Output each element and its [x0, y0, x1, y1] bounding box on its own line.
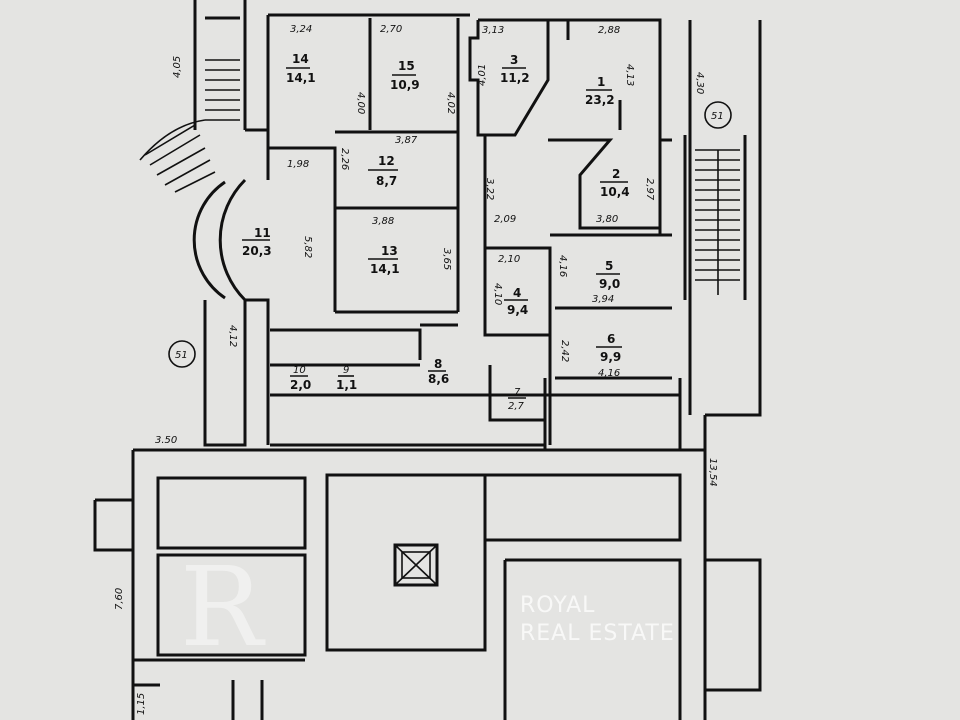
room-number: 5: [605, 259, 613, 273]
room-area: 9,9: [600, 350, 621, 364]
room-area: 20,3: [242, 244, 272, 258]
dimension-label: 4,12: [227, 325, 238, 347]
room-5: 5 9,0: [596, 259, 620, 291]
room-3: 3 11,2: [500, 53, 530, 85]
room-area: 11,2: [500, 71, 530, 85]
elevator-shaft: [393, 543, 439, 587]
dimension-label: 4,30: [694, 72, 705, 94]
room-area: 1,1: [336, 378, 357, 392]
room-2: 2 10,4: [600, 167, 630, 199]
dimension-label: 3,65: [441, 248, 452, 270]
room-number: 8: [434, 357, 442, 371]
dimension-label: 1,15: [136, 693, 147, 715]
dimension-label: 4,00: [355, 92, 366, 114]
dimension-label: 3,24: [290, 24, 312, 35]
room-number: 11: [254, 226, 271, 240]
dimension-label: 7,60: [114, 588, 125, 610]
room-number: 13: [381, 244, 398, 258]
room-labels: 14 14,1 15 10,9 3 11,2 1 23,2 12 8,7 2 1…: [242, 52, 630, 412]
dimension-label: 2,26: [339, 148, 350, 170]
room-number: 10: [293, 365, 306, 376]
watermark-brand: ROYAL: [520, 593, 595, 618]
room-9: 9 1,1: [336, 365, 357, 392]
dimension-label: 3,88: [372, 216, 394, 227]
room-area: 14,1: [286, 71, 316, 85]
room-13: 13 14,1: [368, 244, 400, 276]
room-area: 8,6: [428, 372, 449, 386]
room-area: 2,7: [508, 401, 525, 412]
room-area: 8,7: [376, 174, 397, 188]
section-marker-left: 51: [168, 340, 196, 368]
room-area: 10,4: [600, 185, 630, 199]
dimension-label: 4,05: [172, 56, 183, 78]
room-area: 14,1: [370, 262, 400, 276]
marker-label: 51: [711, 111, 724, 122]
dimension-label: 5,82: [302, 236, 313, 258]
stairs-right: [695, 149, 740, 295]
room-area: 9,4: [507, 303, 528, 317]
room-4: 4 9,4: [504, 286, 528, 317]
room-number: 14: [292, 52, 309, 66]
room-number: 12: [378, 154, 395, 168]
room-number: 7: [514, 387, 521, 398]
dimension-label: 4,16: [557, 255, 568, 277]
room-14: 14 14,1: [286, 52, 316, 85]
dimension-label: 3,87: [395, 135, 418, 146]
watermark-logo: R: [180, 543, 266, 671]
room-number: 4: [513, 286, 521, 300]
dimension-label: 2,10: [498, 254, 520, 265]
room-area: 2,0: [290, 378, 311, 392]
dimension-label: 2,09: [494, 214, 516, 225]
dimension-label: 3,80: [596, 214, 618, 225]
dimension-label: 3,22: [484, 178, 495, 200]
room-area: 9,0: [599, 277, 620, 291]
dimension-label: 3,13: [482, 25, 504, 36]
marker-label: 51: [175, 350, 188, 361]
dimension-label: 2,88: [598, 25, 620, 36]
room-number: 1: [597, 75, 605, 89]
dimension-label: 4,02: [445, 92, 456, 114]
dimension-label: 4,16: [598, 368, 620, 379]
dimension-label: 1,98: [287, 159, 309, 170]
room-number: 3: [510, 53, 518, 67]
dimension-label: 3.50: [155, 435, 177, 446]
dimension-label: 4,10: [492, 283, 503, 305]
room-6: 6 9,9: [596, 332, 622, 364]
room-number: 9: [343, 365, 349, 376]
room-11: 11 20,3: [242, 226, 272, 258]
room-number: 2: [612, 167, 620, 181]
room-number: 15: [398, 59, 415, 73]
room-12: 12 8,7: [368, 154, 398, 188]
room-7: 7 2,7: [508, 387, 526, 412]
room-number: 6: [607, 332, 615, 346]
dimension-label: 4,01: [477, 64, 488, 86]
watermark: R ROYAL REAL ESTATE: [180, 543, 675, 671]
section-marker-right: 51: [704, 101, 732, 129]
dimension-label: 2,97: [644, 178, 655, 201]
dimension-label: 3,94: [592, 294, 614, 305]
dimension-labels: 3,24 2,70 3,13 2,88 4,00 4,02 4,01 4,13 …: [114, 24, 718, 715]
dimension-label: 13,54: [707, 458, 718, 487]
room-1: 1 23,2: [585, 75, 615, 107]
dimension-label: 4,13: [624, 64, 635, 86]
room-15: 15 10,9: [390, 59, 420, 92]
room-8: 8 8,6: [428, 357, 449, 386]
room-10: 10 2,0: [290, 365, 311, 392]
walls: [93, 0, 762, 720]
stairs-left: [139, 59, 240, 193]
dimension-label: 2,42: [559, 340, 570, 362]
dimension-label: 2,70: [380, 24, 402, 35]
watermark-subtitle: REAL ESTATE: [520, 621, 675, 646]
room-area: 23,2: [585, 93, 615, 107]
room-area: 10,9: [390, 78, 420, 92]
